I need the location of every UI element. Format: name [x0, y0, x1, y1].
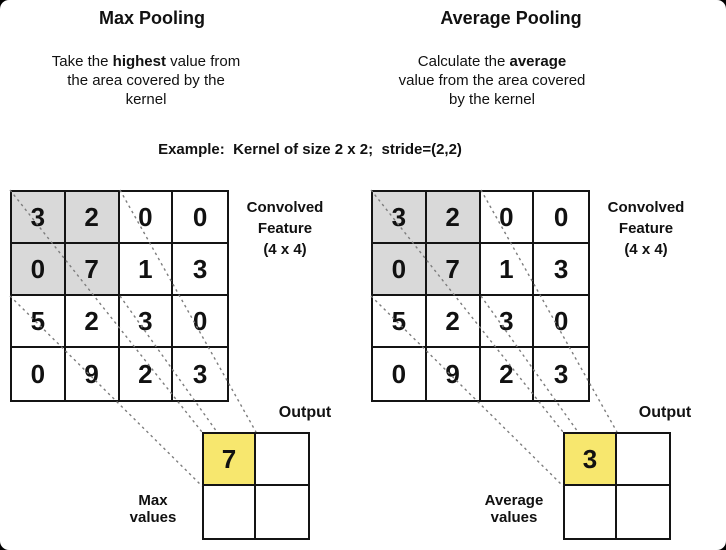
description-line: Take the highest value from — [51, 53, 241, 70]
description-line: value from the area covered — [398, 72, 586, 89]
grid-cell-kernel: 0 — [12, 244, 66, 296]
description-line: kernel — [125, 91, 167, 108]
grid-cell: 9 — [427, 348, 481, 400]
grid-cell: 2 — [481, 348, 535, 400]
description-line: Calculate the average — [417, 53, 567, 70]
grid-cell-kernel: 2 — [426, 192, 481, 244]
grid-cell: 3 — [119, 296, 174, 348]
grid-cell: 3 — [173, 244, 227, 296]
average-pooling-description: Calculate the average value from the are… — [367, 52, 617, 109]
grid-cell: 9 — [66, 348, 120, 400]
max-convolved-feature-label: Convolved Feature (4 x 4) — [246, 199, 324, 258]
avg-output-label: Output — [638, 404, 692, 421]
output-cell — [256, 434, 308, 486]
grid-cell: 0 — [373, 348, 427, 400]
max-values-label: Max values — [129, 492, 177, 526]
grid-cell: 2 — [120, 348, 174, 400]
max-pooling-description: Take the highest value from the area cov… — [21, 52, 271, 109]
max-pooling-title: Max Pooling — [98, 8, 205, 28]
avg-convolved-feature-label: Convolved Feature (4 x 4) — [607, 199, 685, 258]
output-cell — [617, 434, 669, 486]
grid-cell: 5 — [373, 296, 427, 348]
max-output-grid: 7 — [202, 432, 310, 540]
avg-output-grid: 3 — [563, 432, 671, 540]
max-output-label: Output — [278, 404, 332, 421]
description-line: the area covered by the — [67, 72, 225, 89]
grid-cell: 3 — [553, 358, 569, 389]
grid-cell-kernel: 7 — [65, 244, 120, 296]
output-cell — [617, 486, 669, 538]
avg-convolved-feature-grid: 3 2 0 0 0 7 1 3 5 2 3 0 0 9 2 3 — [371, 190, 590, 402]
grid-cell-kernel: 3 — [12, 192, 66, 244]
output-cell — [565, 486, 617, 538]
grid-cell: 0 — [534, 296, 588, 348]
grid-cell-kernel: 2 — [65, 192, 120, 244]
grid-cell: 1 — [480, 244, 535, 296]
description-line: by the kernel — [449, 91, 535, 108]
max-convolved-feature-grid: 3 2 0 0 0 7 1 3 5 2 3 0 0 9 2 3 — [10, 190, 229, 402]
grid-cell: 3 — [192, 358, 208, 389]
output-cell-highlighted: 3 — [565, 434, 617, 486]
grid-cell: 0 — [119, 192, 174, 244]
grid-cell: 3 — [480, 296, 535, 348]
grid-cell: 1 — [119, 244, 174, 296]
average-pooling-title: Average Pooling — [440, 8, 582, 28]
grid-cell-kernel: 3 — [373, 192, 427, 244]
grid-cell: 0 — [534, 192, 588, 244]
example-caption: Example: Kernel of size 2 x 2; stride=(2… — [158, 141, 462, 158]
avg-values-label: Average values — [484, 492, 544, 526]
grid-cell: 0 — [480, 192, 535, 244]
grid-cell: 0 — [12, 348, 66, 400]
output-cell — [256, 486, 308, 538]
grid-cell: 0 — [173, 296, 227, 348]
grid-cell: 2 — [65, 296, 120, 348]
output-cell-highlighted: 7 — [204, 434, 256, 486]
grid-cell: 3 — [534, 244, 588, 296]
grid-cell: 2 — [426, 296, 481, 348]
grid-cell-kernel: 0 — [373, 244, 427, 296]
grid-cell: 5 — [12, 296, 66, 348]
output-cell — [204, 486, 256, 538]
grid-cell: 0 — [173, 192, 227, 244]
grid-cell-kernel: 7 — [426, 244, 481, 296]
